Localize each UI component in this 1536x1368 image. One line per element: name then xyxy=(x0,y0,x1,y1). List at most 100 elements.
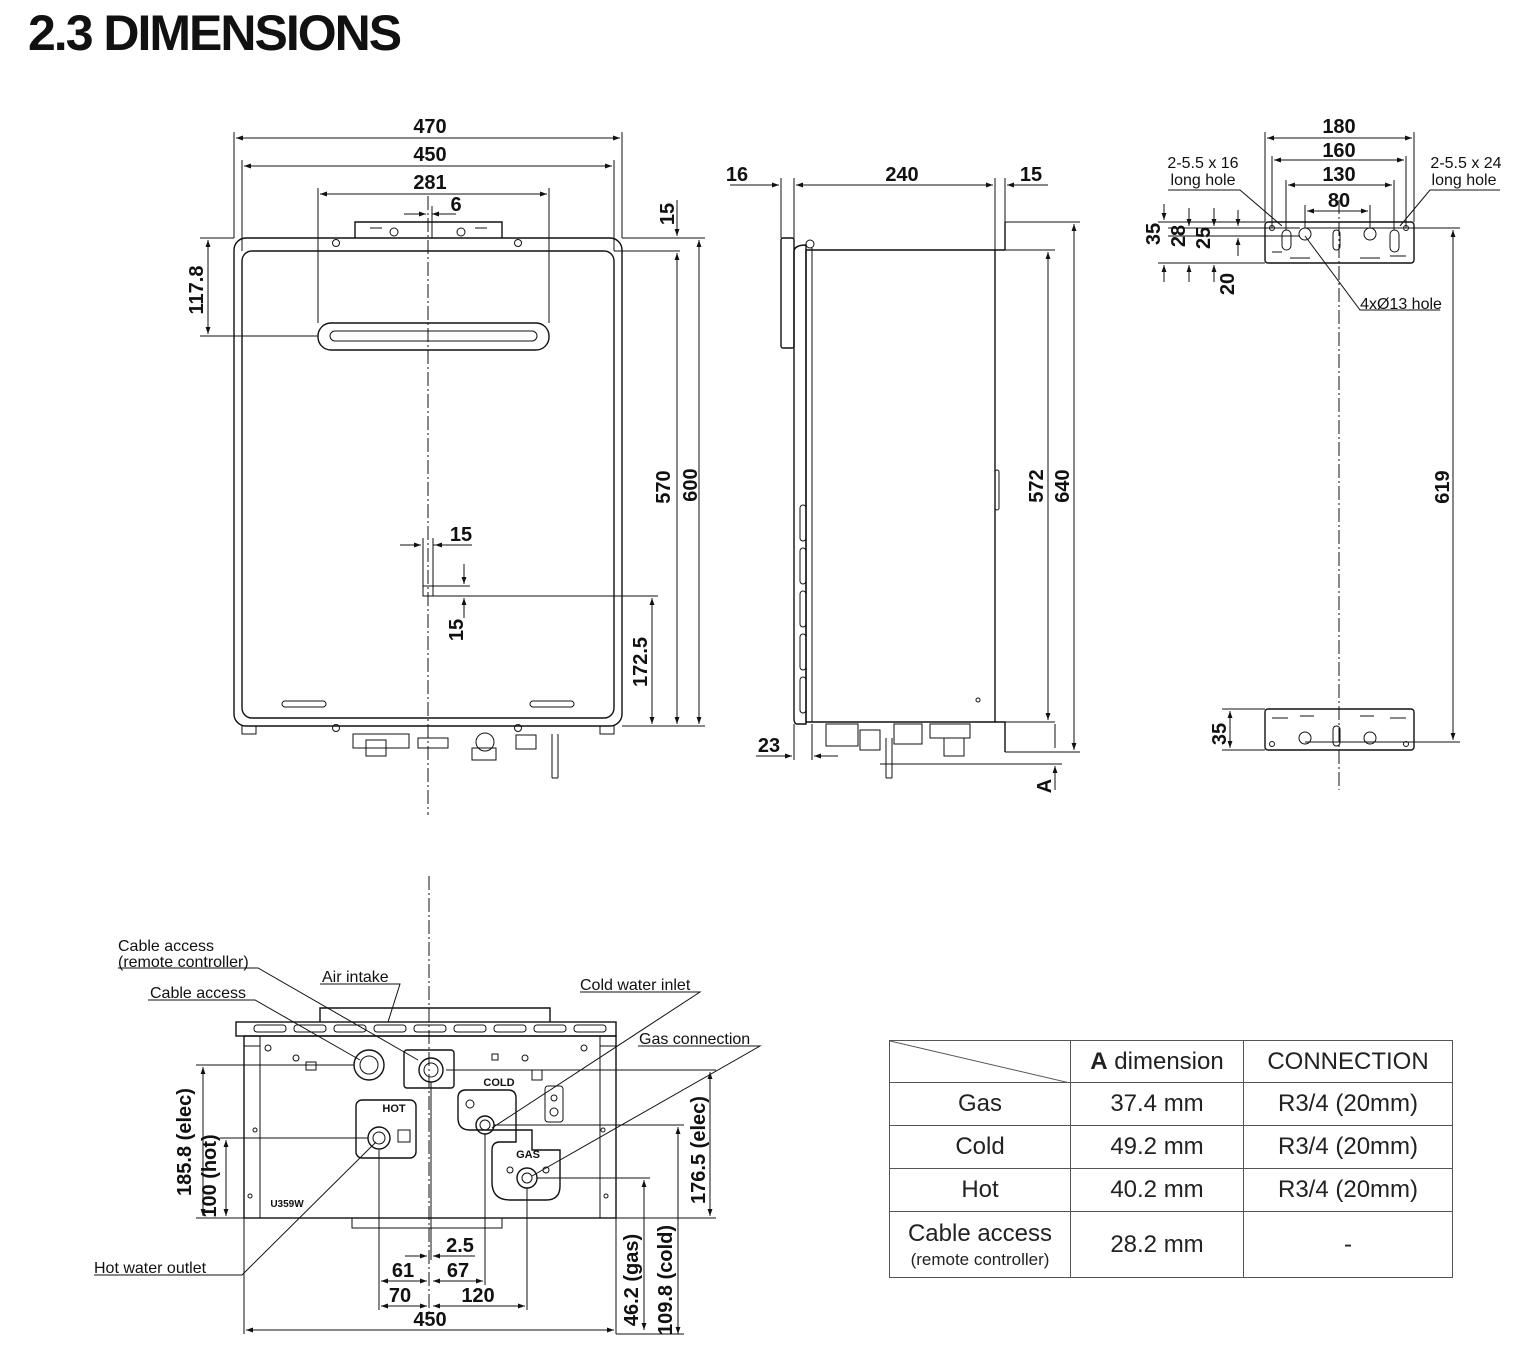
dim-15-side: 15 xyxy=(1020,164,1042,186)
long-hole-16-label-2: long hole xyxy=(1171,172,1236,189)
dim-35-bottom: 35 xyxy=(1209,723,1231,745)
row-a-value: 28.2 mm xyxy=(1070,1211,1244,1278)
dim-117-8: 117.8 xyxy=(186,266,208,315)
dim-A: A xyxy=(1034,779,1056,793)
row-name: Cold xyxy=(889,1125,1071,1169)
exhaust-slot xyxy=(329,330,538,342)
bottom-lip xyxy=(351,1217,503,1229)
dim-2-5: 2.5 xyxy=(446,1235,474,1257)
dim-15-top: 15 xyxy=(657,203,679,225)
bottom-casing-screws xyxy=(247,1044,609,1199)
side-dimensions xyxy=(730,178,1080,790)
table-row: Gas 37.4 mm R3/4 (20mm) xyxy=(889,1082,1453,1126)
dim-600: 600 xyxy=(680,468,702,501)
dim-619: 619 xyxy=(1432,470,1454,503)
drain-plug xyxy=(544,1085,564,1123)
dim-570: 570 xyxy=(653,470,675,503)
header-a-text: dimension xyxy=(1107,1047,1224,1075)
cold-water-inlet xyxy=(475,1115,495,1135)
dim-35-top: 35 xyxy=(1143,223,1165,245)
table-row: Hot 40.2 mm R3/4 (20mm) xyxy=(889,1168,1453,1212)
dim-450-bottom: 450 xyxy=(413,1309,446,1331)
bracket-view: 180 160 130 80 2-5.5 x 16 long hole 2-5.… xyxy=(1143,116,1502,790)
row-a-value: 40.2 mm xyxy=(1070,1168,1244,1212)
bottom-bracket xyxy=(319,1007,551,1022)
row-name: Cable access(remote controller) xyxy=(889,1211,1071,1278)
row-a-value: 37.4 mm xyxy=(1070,1082,1244,1126)
row-name-main: Cable access xyxy=(907,1219,1053,1247)
header-a-letter: A xyxy=(1090,1047,1108,1075)
cable-access-label: Cable access xyxy=(150,985,246,1002)
row-connection: R3/4 (20mm) xyxy=(1243,1168,1453,1212)
flange-slots xyxy=(253,1024,607,1033)
dim-23: 23 xyxy=(758,735,780,757)
front-vent-slot xyxy=(281,700,327,708)
header-a-dimension: A dimension xyxy=(1070,1040,1244,1083)
bracket-hole-icon xyxy=(456,227,466,237)
side-screw-icon xyxy=(805,239,815,249)
front-bottom-fittings xyxy=(241,726,615,779)
dim-450: 450 xyxy=(413,144,446,166)
dim-572: 572 xyxy=(1026,469,1048,502)
dim-240: 240 xyxy=(885,164,918,186)
dim-15-horizontal: 15 xyxy=(450,524,472,546)
row-name: Gas xyxy=(889,1082,1071,1126)
row-a-value: 49.2 mm xyxy=(1070,1125,1244,1169)
dim-16: 16 xyxy=(726,164,748,186)
table-header-row: A dimension CONNECTION xyxy=(889,1040,1453,1083)
model-mark: U359W xyxy=(270,1199,304,1210)
row-name: Hot xyxy=(889,1168,1071,1212)
gas-connection-label: Gas connection xyxy=(639,1031,750,1048)
front-dimensions xyxy=(200,132,705,727)
dim-281: 281 xyxy=(413,172,446,194)
bracket-dimensions xyxy=(1158,132,1500,751)
side-bottom-fittings xyxy=(825,723,971,779)
dim-180: 180 xyxy=(1322,116,1355,138)
holes-label: 4xØ13 hole xyxy=(1360,296,1442,313)
cable-remote-label-2: (remote controller) xyxy=(118,954,249,971)
dim-109-8: 109.8 (cold) xyxy=(655,1225,677,1335)
side-wall-plate xyxy=(995,222,1006,752)
table-row: Cold 49.2 mm R3/4 (20mm) xyxy=(889,1125,1453,1169)
side-casing xyxy=(805,249,996,723)
remote-cable-access xyxy=(403,1049,455,1089)
cable-remote-label: Cable access xyxy=(118,938,214,955)
dim-46-2: 46.2 (gas) xyxy=(621,1234,643,1326)
dim-120: 120 xyxy=(461,1285,494,1307)
connection-table: A dimension CONNECTION Gas 37.4 mm R3/4 … xyxy=(889,1040,1453,1278)
bottom-view: HOT COLD GAS U359W Cable access (remote … xyxy=(94,876,762,1335)
exhaust-grille xyxy=(317,322,550,351)
page-title: 2.3 DIMENSIONS xyxy=(28,5,402,61)
long-hole-24-label-2: long hole xyxy=(1432,172,1497,189)
dim-470: 470 xyxy=(413,116,446,138)
dim-640: 640 xyxy=(1052,469,1074,502)
side-front-cover xyxy=(793,244,807,725)
dim-80: 80 xyxy=(1328,190,1350,212)
row-connection: R3/4 (20mm) xyxy=(1243,1082,1453,1126)
dim-172-5: 172.5 xyxy=(630,637,652,687)
dim-100: 100 (hot) xyxy=(199,1134,221,1217)
hot-water-outlet-label: Hot water outlet xyxy=(94,1260,207,1277)
row-name-sub: (remote controller) xyxy=(910,1249,1050,1269)
dim-70: 70 xyxy=(389,1285,411,1307)
front-view: 470 450 281 6 15 117.8 570 600 15 15 172… xyxy=(186,116,705,815)
dim-15-vertical: 15 xyxy=(446,619,468,641)
front-screws xyxy=(332,239,522,732)
long-hole-24-label: 2-5.5 x 24 xyxy=(1430,155,1501,172)
dim-28: 28 xyxy=(1168,225,1190,247)
hot-mark: HOT xyxy=(382,1103,406,1115)
side-view: 16 240 15 572 640 23 A xyxy=(726,164,1080,793)
long-hole-16-label: 2-5.5 x 16 xyxy=(1167,155,1238,172)
dim-61: 61 xyxy=(392,1260,414,1282)
header-connection: CONNECTION xyxy=(1243,1040,1453,1083)
gas-mark: GAS xyxy=(516,1149,540,1161)
gas-connection xyxy=(516,1167,538,1189)
side-vent-slots xyxy=(799,469,1000,714)
bracket-hole-icon xyxy=(389,227,399,237)
dim-25: 25 xyxy=(1193,227,1215,249)
bottom-dimensions xyxy=(196,1064,716,1335)
cable-access-port xyxy=(353,1049,385,1081)
table-row: Cable access(remote controller) 28.2 mm … xyxy=(889,1211,1453,1278)
hot-water-outlet xyxy=(367,1126,391,1150)
